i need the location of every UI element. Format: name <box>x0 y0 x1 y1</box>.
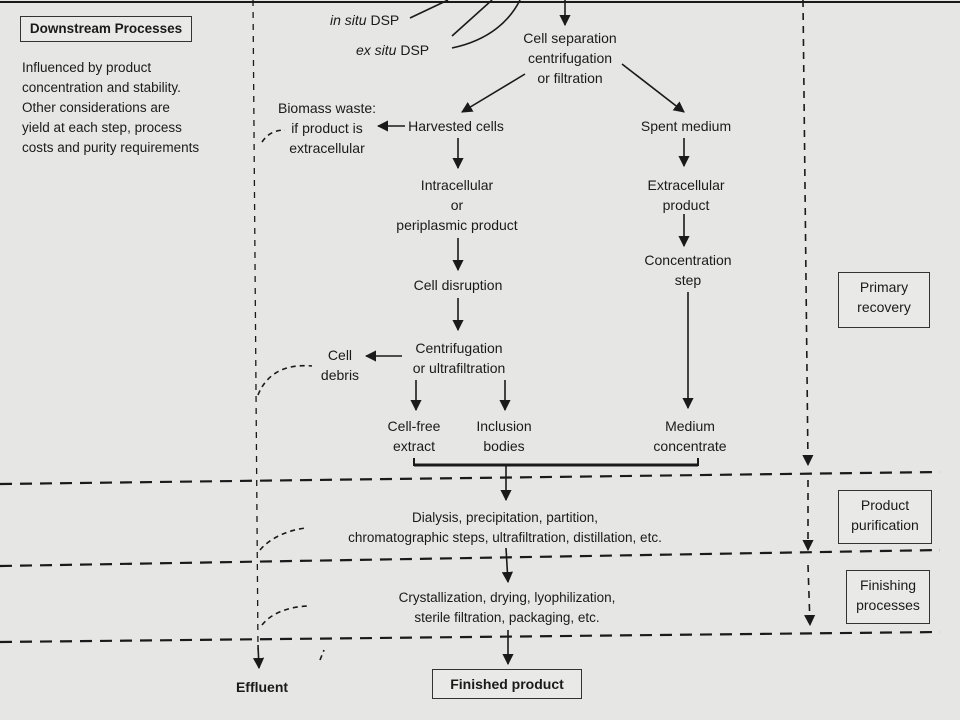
inclusion-bodies-node: Inclusion bodies <box>476 418 532 454</box>
separator-1 <box>0 470 941 486</box>
in-situ-dsp-label: in situ DSP <box>330 10 399 30</box>
downstream-processes-title: Downstream Processes <box>20 16 192 42</box>
separator-3 <box>0 630 941 644</box>
dsp-text-2: DSP <box>400 42 430 58</box>
dsp-text-1: DSP <box>370 12 400 28</box>
separator-2 <box>0 548 941 568</box>
biomass-waste-node: Biomass waste: if product is extracellul… <box>277 100 377 156</box>
finishing-processes-box: Finishing processes <box>846 570 930 624</box>
effluent-label: Effluent <box>235 679 289 695</box>
spent-medium-node: Spent medium <box>640 118 732 134</box>
primary-recovery-box: Primary recovery <box>838 272 930 328</box>
right-guide-line-3 <box>804 564 816 627</box>
harvested-cells-node: Harvested cells <box>408 118 504 134</box>
ex-situ-dsp-label: ex situ DSP <box>356 40 429 60</box>
finished-product-box: Finished product <box>432 669 582 699</box>
purification-steps-node: Dialysis, precipitation, partition, chro… <box>348 510 662 545</box>
concentration-step-node: Concentration step <box>644 252 732 288</box>
in-situ-text: in situ <box>330 12 367 28</box>
cell-separation-node: Cell separation centrifugation or filtra… <box>523 30 617 86</box>
medium-concentrate-node: Medium concentrate <box>653 418 727 454</box>
effluent-guide-line <box>252 0 259 651</box>
centrifugation-node: Centrifugation or ultrafiltration <box>412 340 506 376</box>
ex-situ-text: ex situ <box>356 42 397 58</box>
finishing-steps-node: Crystallization, drying, lyophilization,… <box>398 590 616 625</box>
product-purification-box: Product purification <box>838 490 932 544</box>
cell-debris-node: Cell debris <box>320 347 360 383</box>
right-guide-line-1 <box>802 0 814 467</box>
intracellular-product-node: Intracellular or periplasmic product <box>396 177 518 233</box>
header-note: Influenced by product concentration and … <box>22 60 200 155</box>
cell-free-extract-node: Cell-free extract <box>387 418 441 454</box>
extracellular-product-node: Extracellular product <box>647 177 725 213</box>
cell-disruption-node: Cell disruption <box>413 277 503 293</box>
